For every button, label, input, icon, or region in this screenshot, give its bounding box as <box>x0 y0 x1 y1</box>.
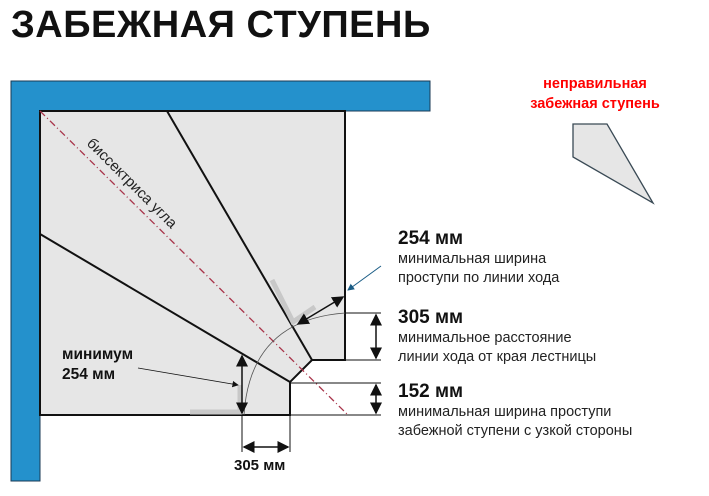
min-label-line2: 254 мм <box>62 366 116 383</box>
bottom-dimension-label: 305 мм <box>234 457 286 474</box>
annotation-desc: проступи по линии хода <box>398 270 560 286</box>
annotation-value: 152 мм <box>398 381 464 402</box>
annotation-desc: минимальная ширина проступи <box>398 404 612 420</box>
wrong-step-line1: неправильная <box>543 76 647 92</box>
annotation-desc: линии хода от края лестницы <box>398 349 597 365</box>
wrong-step-line2: забежная ступень <box>530 96 660 112</box>
dim-254-tread <box>296 296 345 325</box>
wrong-step-label: неправильная забежная ступень <box>515 74 675 114</box>
annotation-desc: минимальное расстояние <box>398 330 572 346</box>
step-edge <box>166 110 313 361</box>
min-254-label: минимум 254 мм <box>62 345 133 385</box>
step-edge <box>39 233 291 383</box>
wrong-step-shape <box>572 123 655 205</box>
leader-line <box>347 265 382 291</box>
annotation-305: 305 мм минимальное расстояние линии хода… <box>398 307 596 367</box>
annotation-desc: забежной ступени с узкой стороны <box>398 423 633 439</box>
annotation-desc: минимальная ширина <box>398 251 547 267</box>
annotation-value: 305 мм <box>398 307 464 328</box>
min-label-line1: минимум <box>62 346 134 363</box>
bisector-line <box>39 110 349 416</box>
annotation-254: 254 мм минимальная ширина проступи по ли… <box>398 228 559 288</box>
winder-steps <box>39 110 346 416</box>
page-title: ЗАБЕЖНАЯ СТУПЕНЬ <box>11 4 431 46</box>
annotation-value: 254 мм <box>398 228 464 249</box>
annotation-152: 152 мм минимальная ширина проступи забеж… <box>398 381 632 441</box>
leader-line <box>137 367 239 388</box>
